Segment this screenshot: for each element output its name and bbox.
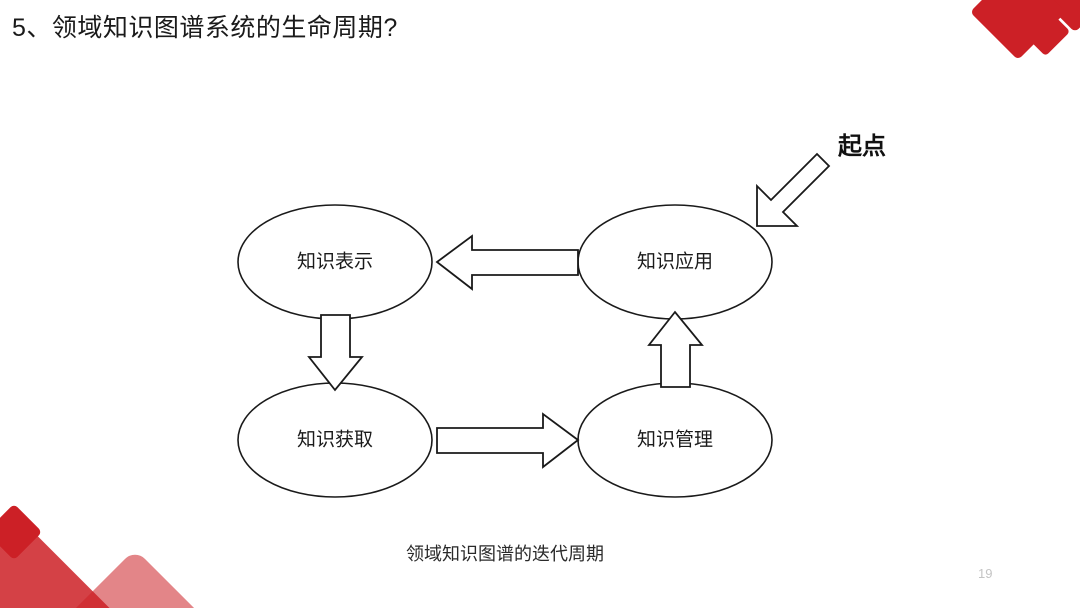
arrow-management-to-application — [647, 310, 704, 388]
node-knowledge-representation[interactable]: 知识表示 — [237, 204, 433, 320]
start-point-label: 起点 — [838, 133, 886, 160]
arrow-acquisition-to-management — [436, 412, 580, 469]
node-knowledge-acquisition[interactable]: 知识获取 — [237, 382, 433, 498]
arrow-representation-to-acquisition — [307, 314, 364, 392]
node-knowledge-application[interactable]: 知识应用 — [577, 204, 773, 320]
node-label-knowledge-representation: 知识表示 — [297, 251, 373, 273]
node-label-knowledge-management: 知识管理 — [637, 429, 713, 451]
arrow-application-to-representation — [435, 234, 579, 291]
node-label-knowledge-acquisition: 知识获取 — [297, 429, 373, 451]
start-point-arrow — [756, 152, 831, 227]
page-title: 5、领域知识图谱系统的生命周期? — [12, 14, 398, 42]
page-number: 19 — [978, 566, 993, 581]
figure-caption: 领域知识图谱的迭代周期 — [406, 544, 604, 564]
node-label-knowledge-application: 知识应用 — [637, 251, 713, 273]
node-knowledge-management[interactable]: 知识管理 — [577, 382, 773, 498]
